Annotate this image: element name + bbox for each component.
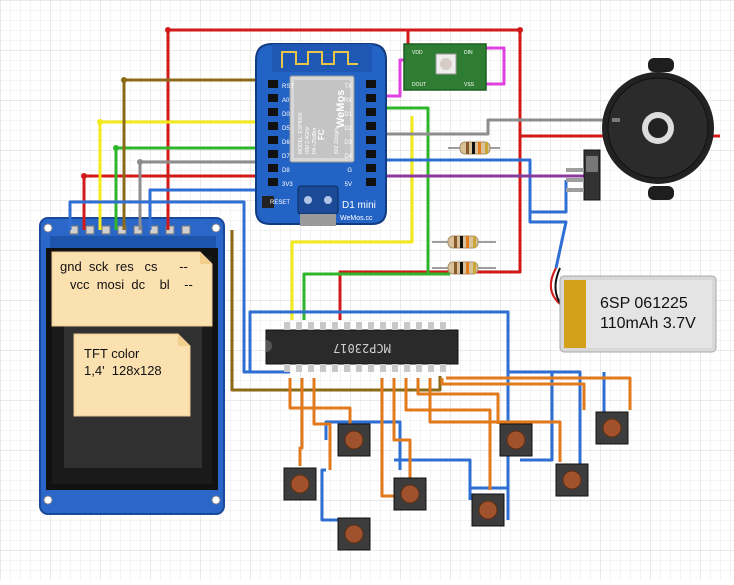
wire-orange-8 — [428, 378, 562, 462]
push-button-4[interactable] — [337, 517, 371, 551]
wemos-right-pin-d2: D2 — [344, 126, 352, 132]
wemos-fc-mark: FC — [317, 129, 326, 140]
rgb-led-module: VDD DIN DOUT VSS — [403, 43, 487, 91]
tft-label-note — [73, 333, 191, 417]
wire-orange-7 — [416, 378, 500, 424]
wire-orange-5 — [392, 378, 412, 478]
resistor-1 — [448, 141, 500, 155]
wire-blue-d8 — [148, 188, 262, 230]
wire-blue-bus2 — [508, 370, 582, 470]
wires — [68, 28, 720, 522]
mcp23017-chip: MCP23017 — [265, 322, 459, 372]
wemos-site: WeMos.cc — [340, 215, 373, 222]
wemos-d1-mini-board — [255, 43, 387, 226]
push-button-2[interactable] — [283, 467, 317, 501]
tft-pin-note-line1: gnd sck res cs -- — [60, 259, 188, 274]
wemos-right-pin-d4: D4 — [344, 154, 352, 160]
wemos-chip-line4: 802.11b/g/n — [334, 128, 340, 154]
slide-switch — [566, 149, 601, 201]
wemos-left-pin-d8: D8 — [282, 168, 290, 174]
tft-pin-note-line2: vcc mosi dc bl -- — [70, 277, 193, 292]
wemos-right-pin-d1: D1 — [344, 112, 352, 118]
resistors — [432, 141, 500, 275]
wire-yellow-scl — [290, 116, 414, 320]
wire-blue-btn2 — [320, 468, 346, 522]
wemos-brand: WeMos — [335, 90, 347, 128]
wire-blue-bus — [248, 310, 510, 520]
battery-label-line2: 110mAh 3.7V — [600, 315, 696, 332]
wemos-right-pin-5v: 5V — [345, 182, 352, 188]
wire-endpoints — [81, 27, 523, 179]
wemos-board-text: FC MODEL: ESP8266 ISM 2.4GHz PA +25dBm 8… — [270, 90, 376, 222]
push-button-6[interactable] — [471, 493, 505, 527]
led-dout-label: DOUT — [412, 82, 426, 88]
wemos-right-pin-g: G — [347, 168, 352, 174]
wire-orange-6 — [404, 378, 492, 490]
wemos-left-pin-a0: A0 — [282, 98, 290, 104]
wire-blue-btn4 — [468, 486, 508, 500]
wemos-left-pin-3v3: 3V3 — [282, 182, 293, 188]
mcp-chip-label: MCP23017 — [333, 341, 391, 355]
wire-blue-battery — [528, 212, 568, 269]
wire-orange-9 — [440, 378, 586, 410]
wire-orange-1 — [288, 378, 352, 426]
wemos-left-pin-d0: D0 — [282, 112, 290, 118]
tft-label-line1: TFT color — [84, 346, 140, 361]
lipo-battery — [549, 267, 717, 353]
piezo-buzzer — [602, 58, 714, 200]
push-button-1[interactable] — [337, 423, 371, 457]
wire-orange-2 — [298, 378, 304, 466]
wemos-left-pin-d5: D5 — [282, 126, 290, 132]
wemos-left-pin-rst: RST — [282, 84, 294, 90]
push-button-7[interactable] — [555, 463, 589, 497]
push-button-3[interactable] — [393, 477, 427, 511]
wemos-left-pin-d6: D6 — [282, 140, 290, 146]
wemos-chip-line2: ISM 2.4GHz — [305, 126, 311, 154]
wire-orange-3 — [312, 378, 332, 470]
wemos-right-pin-rx: RX — [344, 98, 352, 104]
wemos-right-pin-tx: TX — [344, 84, 352, 90]
push-button-5[interactable] — [499, 423, 533, 457]
wemos-chip-line3: PA +25dBm — [312, 128, 318, 154]
wemos-right-pin-d3: D3 — [344, 140, 352, 146]
wire-blue-btn — [324, 420, 402, 470]
led-din-label: DIN — [464, 50, 473, 56]
led-vss-label: VSS — [464, 82, 475, 88]
resistor-2 — [432, 235, 496, 249]
wire-brown — [230, 230, 442, 392]
push-button-8[interactable] — [595, 411, 629, 445]
wemos-reset-label: RESET — [270, 200, 290, 206]
resistor-3 — [432, 261, 496, 275]
wire-magenta-din — [480, 46, 506, 86]
wire-orange-10 — [446, 376, 632, 410]
tft-pin-note — [51, 251, 213, 327]
tft-label-line2: 1,4' 128x128 — [84, 363, 162, 378]
led-vdd-label: VDD — [412, 50, 423, 56]
wire-gray-d4 — [382, 118, 612, 136]
wire-blue-gnd — [68, 200, 290, 374]
wemos-model: D1 mini — [342, 200, 376, 211]
wire-blue-bus3 — [520, 372, 554, 462]
push-buttons — [283, 411, 629, 551]
battery-label-line1: 6SP 061225 — [600, 295, 688, 312]
wemos-left-pin-d7: D7 — [282, 154, 290, 160]
wemos-chip-line1: MODEL: ESP8266 — [298, 112, 304, 154]
wire-red-vcc — [166, 28, 522, 320]
